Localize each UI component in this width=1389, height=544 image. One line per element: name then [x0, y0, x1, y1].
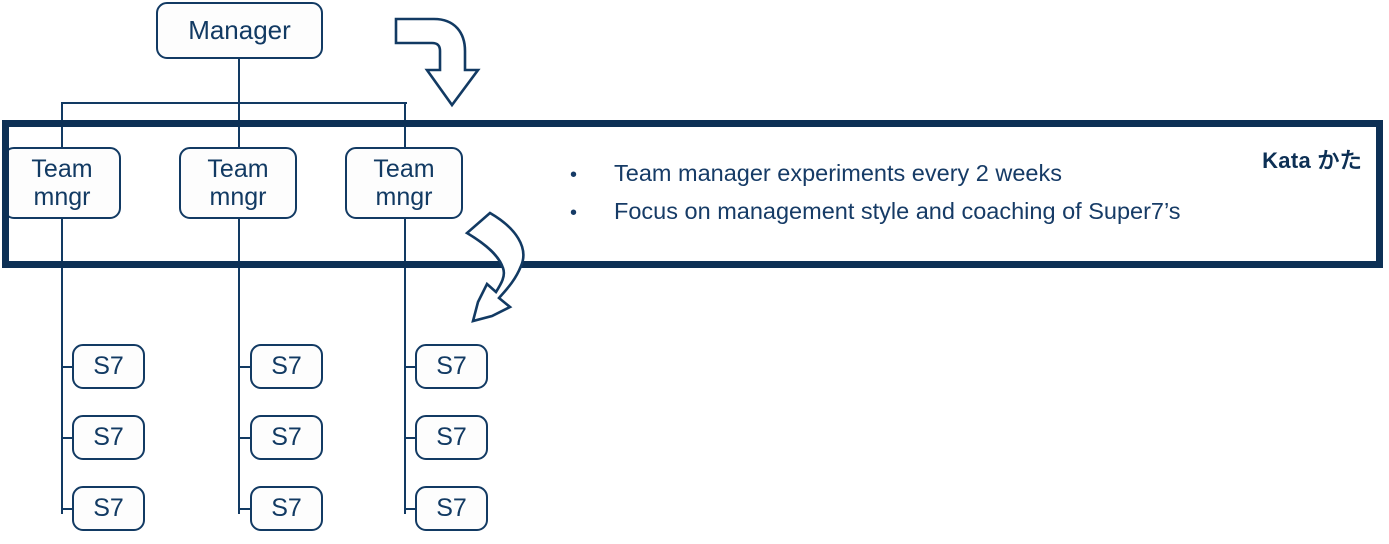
node-super7[interactable]: S7 [250, 415, 323, 460]
node-super7[interactable]: S7 [415, 344, 488, 389]
kata-panel: Kata かた [2, 120, 1383, 268]
connector-stub [238, 366, 252, 368]
connector-stub [61, 437, 74, 439]
bullet-text: Team manager experiments every 2 weeks [614, 160, 1063, 186]
connector-stub [61, 366, 74, 368]
node-super7[interactable]: S7 [415, 415, 488, 460]
connector-stub [404, 366, 417, 368]
connector-stub [404, 437, 417, 439]
node-super7[interactable]: S7 [72, 486, 145, 531]
connector-manager-stem [238, 58, 240, 104]
connector-stub [238, 437, 252, 439]
node-team-manager-2[interactable]: Team mngr [179, 147, 297, 219]
node-super7[interactable]: S7 [72, 415, 145, 460]
bullet-dot-icon: • [570, 164, 578, 186]
connector-stub [238, 508, 252, 510]
connector-stub [404, 508, 417, 510]
node-manager[interactable]: Manager [156, 2, 323, 59]
connector-bus-bar [62, 102, 407, 104]
kata-panel-bullet-list: • Team manager experiments every 2 weeks… [570, 155, 1370, 231]
arrow-into-kata-panel-icon [394, 17, 481, 108]
node-super7[interactable]: S7 [250, 486, 323, 531]
node-team-manager-1[interactable]: Team mngr [3, 147, 121, 219]
connector-stub [61, 508, 74, 510]
kata-panel-label: Kata かた [1262, 148, 1362, 173]
bullet-item: • Focus on management style and coaching… [570, 193, 1370, 231]
bullet-text: Focus on management style and coaching o… [614, 198, 1181, 224]
node-super7[interactable]: S7 [415, 486, 488, 531]
node-team-manager-3[interactable]: Team mngr [345, 147, 463, 219]
bullet-dot-icon: • [570, 202, 578, 224]
bullet-item: • Team manager experiments every 2 weeks [570, 155, 1370, 193]
node-super7[interactable]: S7 [72, 344, 145, 389]
node-super7[interactable]: S7 [250, 344, 323, 389]
